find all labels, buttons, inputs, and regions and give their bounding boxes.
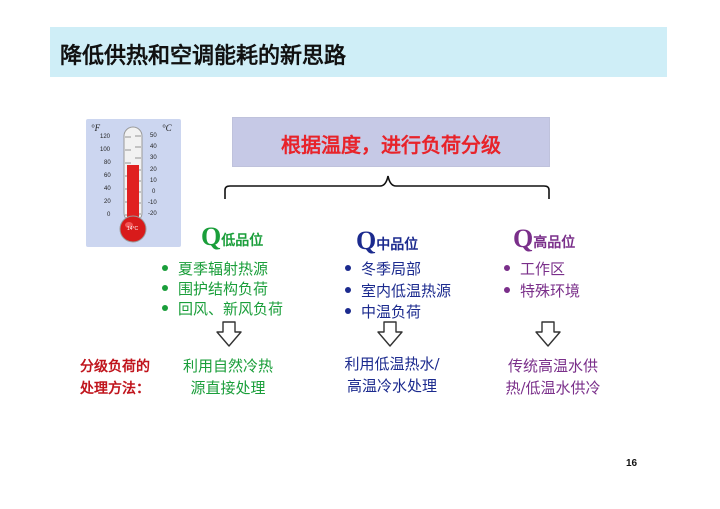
list-item: 围护结构负荷 bbox=[162, 278, 268, 299]
bullet-icon bbox=[162, 285, 168, 291]
c-tick: 40 bbox=[150, 144, 157, 150]
bulb-label: 14°C bbox=[127, 226, 139, 232]
f-tick: 0 bbox=[107, 212, 111, 218]
f-tick: 60 bbox=[104, 173, 111, 179]
category-label: 高品位 bbox=[533, 235, 576, 251]
list-item: 中温负荷 bbox=[345, 301, 421, 322]
brace-icon bbox=[224, 175, 550, 199]
category-low-heading: Q低品位 bbox=[201, 222, 263, 252]
bullet-icon bbox=[345, 287, 351, 293]
c-tick: 20 bbox=[150, 167, 157, 173]
method-high: 传统高温水供 热/低温水供冷 bbox=[505, 357, 601, 397]
c-tick: -10 bbox=[148, 200, 157, 206]
down-arrow-icon bbox=[377, 321, 403, 347]
category-label: 低品位 bbox=[221, 233, 264, 249]
c-tick: -20 bbox=[148, 211, 157, 217]
thermometer-image: °F °C 120 100 80 60 40 20 0 50 40 30 20 … bbox=[86, 119, 181, 247]
fahrenheit-unit: °F bbox=[91, 123, 101, 133]
bullet-icon bbox=[162, 265, 168, 271]
c-tick: 50 bbox=[150, 133, 157, 139]
thermometer-graphic bbox=[119, 126, 147, 243]
list-item: 回风、新风负荷 bbox=[162, 298, 283, 319]
method-low: 利用自然冷热 源直接处理 bbox=[182, 357, 273, 397]
classification-text: 根据温度，进行负荷分级 bbox=[281, 133, 501, 157]
list-item: 特殊环境 bbox=[504, 280, 580, 301]
classification-box: 根据温度，进行负荷分级 bbox=[232, 117, 550, 167]
f-tick: 20 bbox=[104, 199, 111, 205]
method-label: 分级负荷的 处理方法： bbox=[80, 359, 150, 397]
title-bar: 降低供热和空调能耗的新思路 bbox=[50, 27, 667, 77]
method-mid: 利用低温热水/ 高温冷水处理 bbox=[344, 355, 440, 395]
down-arrow-icon bbox=[535, 321, 561, 347]
bullet-icon bbox=[345, 265, 351, 271]
q-symbol: Q bbox=[356, 226, 377, 255]
f-tick: 40 bbox=[104, 186, 111, 192]
list-item: 冬季局部 bbox=[345, 258, 421, 279]
celsius-unit: °C bbox=[162, 123, 172, 133]
c-tick: 10 bbox=[150, 178, 157, 184]
page-number: 16 bbox=[626, 458, 638, 469]
bullet-icon bbox=[504, 287, 510, 293]
f-tick: 80 bbox=[104, 160, 111, 166]
bullet-icon bbox=[345, 308, 351, 314]
list-item: 工作区 bbox=[504, 258, 565, 279]
bullet-icon bbox=[162, 305, 168, 311]
page-title: 降低供热和空调能耗的新思路 bbox=[60, 44, 347, 69]
list-item: 室内低温热源 bbox=[345, 280, 451, 301]
list-item: 夏季辐射热源 bbox=[162, 258, 268, 279]
category-label: 中品位 bbox=[376, 237, 419, 253]
c-tick: 0 bbox=[152, 189, 156, 195]
q-symbol: Q bbox=[201, 222, 222, 251]
category-mid-heading: Q中品位 bbox=[356, 226, 418, 256]
category-high-heading: Q高品位 bbox=[513, 224, 575, 254]
f-tick: 120 bbox=[100, 134, 111, 140]
c-tick: 30 bbox=[150, 155, 157, 161]
q-symbol: Q bbox=[513, 224, 534, 253]
f-tick: 100 bbox=[100, 147, 111, 153]
down-arrow-icon bbox=[216, 321, 242, 347]
bullet-icon bbox=[504, 265, 510, 271]
